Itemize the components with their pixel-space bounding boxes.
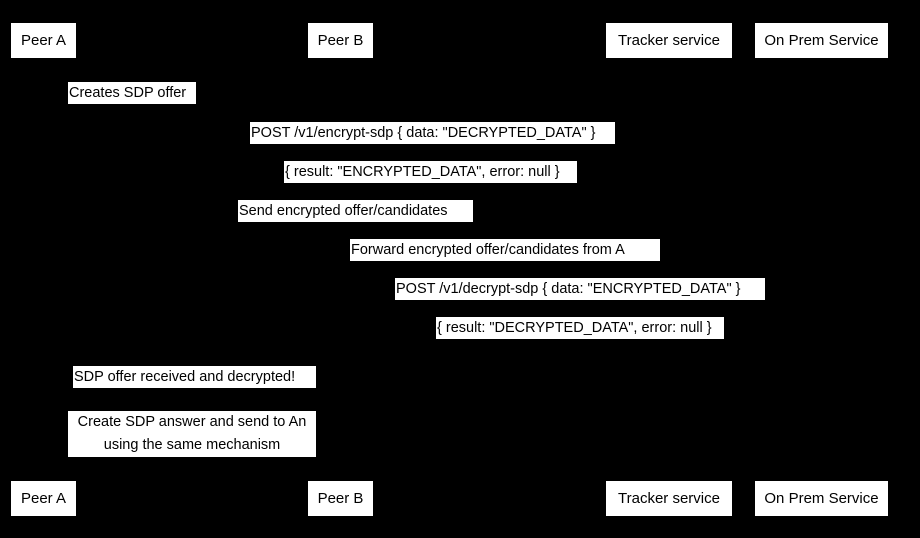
participant-label: On Prem Service	[764, 490, 879, 507]
participant-tracker-service-footer[interactable]: Tracker service	[605, 480, 733, 517]
arrow-m7	[340, 340, 821, 341]
message-label-encrypt-sdp-result: { result: "ENCRYPTED_DATA", error: null …	[284, 161, 577, 183]
message-label-forward-encrypted-offer: Forward encrypted offer/candidates from …	[350, 239, 660, 261]
lifeline-peer-a	[43, 59, 44, 479]
participant-tracker-service-header[interactable]: Tracker service	[605, 22, 733, 59]
note-create-sdp-answer: Create SDP answer and send to An using t…	[68, 411, 316, 457]
message-text: Send encrypted offer/candidates	[239, 203, 448, 219]
participant-label: Peer B	[317, 490, 364, 507]
participant-peer-a-footer[interactable]: Peer A	[10, 480, 77, 517]
message-text: SDP offer received and decrypted!	[74, 369, 296, 385]
note-line-2: using the same mechanism	[103, 437, 281, 453]
message-text: { result: "DECRYPTED_DATA", error: null …	[437, 320, 712, 336]
message-label-post-encrypt-sdp: POST /v1/encrypt-sdp { data: "DECRYPTED_…	[250, 122, 615, 144]
participant-on-prem-service-header[interactable]: On Prem Service	[754, 22, 889, 59]
participant-peer-a-header[interactable]: Peer A	[10, 22, 77, 59]
participant-peer-b-header[interactable]: Peer B	[307, 22, 374, 59]
participant-label: On Prem Service	[764, 32, 879, 49]
participant-label: Tracker service	[618, 32, 720, 49]
message-text: POST /v1/encrypt-sdp { data: "DECRYPTED_…	[251, 125, 596, 141]
participant-label: Peer A	[20, 490, 67, 507]
lifeline-peer-b	[340, 59, 341, 479]
message-label-post-decrypt-sdp: POST /v1/decrypt-sdp { data: "ENCRYPTED_…	[395, 278, 765, 300]
participant-label: Peer A	[20, 32, 67, 49]
lifeline-tracker-service	[668, 59, 669, 479]
message-label-decrypt-sdp-result: { result: "DECRYPTED_DATA", error: null …	[436, 317, 724, 339]
message-text: { result: "ENCRYPTED_DATA", error: null …	[285, 164, 560, 180]
arrow-m2	[43, 145, 821, 146]
participant-label: Peer B	[317, 32, 364, 49]
note-line-1: Create SDP answer and send to An	[77, 414, 307, 430]
message-text: Forward encrypted offer/candidates from …	[351, 242, 625, 258]
arrow-m6	[340, 301, 821, 302]
lifeline-on-prem-service	[821, 59, 822, 479]
arrow-m3	[43, 184, 821, 185]
participant-label: Tracker service	[618, 490, 720, 507]
message-label-send-encrypted-offer: Send encrypted offer/candidates	[238, 200, 473, 222]
participant-on-prem-service-footer[interactable]: On Prem Service	[754, 480, 889, 517]
message-label-creates-sdp-offer: Creates SDP offer	[68, 82, 196, 104]
message-text: POST /v1/decrypt-sdp { data: "ENCRYPTED_…	[396, 281, 741, 297]
arrow-m4	[43, 223, 668, 224]
message-text: Creates SDP offer	[69, 85, 187, 101]
arrow-m5	[340, 262, 668, 263]
message-label-sdp-offer-received: SDP offer received and decrypted!	[73, 366, 316, 388]
participant-peer-b-footer[interactable]: Peer B	[307, 480, 374, 517]
